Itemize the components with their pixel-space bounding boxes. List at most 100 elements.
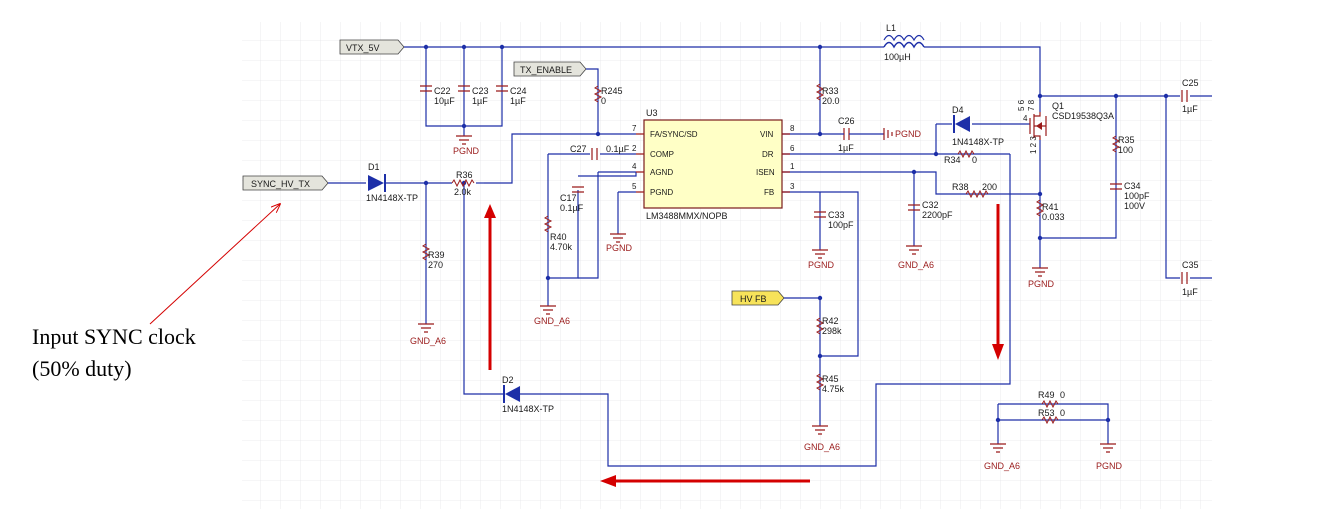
arrow-up-head [484, 204, 496, 218]
svg-text:100µH: 100µH [884, 52, 911, 62]
svg-text:TX_ENABLE: TX_ENABLE [520, 65, 572, 75]
svg-text:C25: C25 [1182, 78, 1199, 88]
res-r34: R34 0 [944, 149, 977, 165]
ic-part: LM3488MMX/NOPB [646, 211, 728, 221]
svg-text:COMP: COMP [650, 150, 674, 159]
ic-u3: U3 LM3488MMX/NOPB 7 2 4 5 FA/SYNC/SD COM… [632, 108, 795, 221]
svg-text:R35: R35 [1118, 135, 1135, 145]
res-r53: R53 0 [1038, 408, 1065, 425]
svg-text:R245: R245 [601, 86, 623, 96]
svg-text:1 2 3: 1 2 3 [1029, 136, 1038, 154]
svg-text:100V: 100V [1124, 201, 1145, 211]
svg-text:Q1: Q1 [1052, 101, 1064, 111]
svg-text:VTX_5V: VTX_5V [346, 43, 380, 53]
svg-text:R34: R34 [944, 155, 961, 165]
svg-text:GND_A6: GND_A6 [534, 316, 570, 326]
net-label-vtx: VTX_5V [339, 39, 405, 55]
cap-c26: C26 1µF [838, 116, 856, 153]
svg-text:D2: D2 [502, 375, 514, 385]
cap-c23: C23 1µF [458, 85, 489, 106]
svg-text:1N4148X-TP: 1N4148X-TP [952, 137, 1004, 147]
svg-text:270: 270 [428, 260, 443, 270]
svg-text:0: 0 [601, 96, 606, 106]
svg-text:L1: L1 [886, 23, 896, 33]
svg-text:8: 8 [790, 124, 795, 133]
ground-gnd-a6-r39: GND_A6 [410, 323, 446, 346]
res-r33: R33 20.0 [815, 83, 840, 106]
grid-background [242, 22, 1212, 509]
svg-text:C22: C22 [434, 86, 451, 96]
svg-text:GND_A6: GND_A6 [410, 336, 446, 346]
res-r41: R41 0.033 [1035, 199, 1065, 222]
cap-c22: C22 10µF [420, 85, 455, 106]
annotation-line-1: Input SYNC clock [32, 324, 196, 349]
svg-text:C24: C24 [510, 86, 527, 96]
svg-text:PGND: PGND [1096, 461, 1123, 471]
ic-ref: U3 [646, 108, 658, 118]
svg-text:AGND: AGND [650, 168, 673, 177]
svg-text:100: 100 [1118, 145, 1133, 155]
ground-pgnd-c33: PGND [808, 249, 835, 270]
res-r49: R49 0 [1038, 390, 1065, 409]
ground-gnd-a6-r45: GND_A6 [804, 425, 840, 452]
cap-c24: C24 1µF [496, 85, 527, 106]
diode-d2: D2 1N4148X-TP [502, 375, 554, 414]
svg-text:PGND: PGND [808, 260, 835, 270]
res-r39: R39 270 [421, 243, 445, 270]
svg-text:1µF: 1µF [1182, 287, 1198, 297]
svg-text:3: 3 [790, 182, 795, 191]
svg-text:6: 6 [790, 144, 795, 153]
svg-text:20.0: 20.0 [822, 96, 840, 106]
svg-text:R40: R40 [550, 232, 567, 242]
svg-text:GND_A6: GND_A6 [984, 461, 1020, 471]
svg-text:PGND: PGND [650, 188, 673, 197]
ground-pgnd-c22: PGND [453, 135, 480, 156]
svg-text:4: 4 [1023, 114, 1028, 123]
svg-text:GND_A6: GND_A6 [804, 442, 840, 452]
ground-gnd-a6-c32: GND_A6 [898, 245, 934, 270]
arrow-left-head [600, 475, 616, 487]
ground-pgnd-r53: PGND [1096, 443, 1123, 471]
svg-text:4.70k: 4.70k [550, 242, 573, 252]
ground-gnd-a6-r40: GND_A6 [534, 305, 570, 326]
cap-c34: C34 100pF 100V [1110, 181, 1150, 211]
res-r245: R245 0 [593, 85, 623, 106]
svg-text:7 8: 7 8 [1027, 99, 1036, 111]
svg-text:2: 2 [632, 144, 637, 153]
svg-text:PGND: PGND [895, 129, 922, 139]
svg-text:0.1µF: 0.1µF [560, 203, 584, 213]
svg-text:10µF: 10µF [434, 96, 455, 106]
res-r35: R35 100 [1111, 135, 1135, 155]
svg-text:PGND: PGND [1028, 279, 1055, 289]
ground-pgnd-inline-c26: PGND [883, 128, 922, 140]
svg-text:C27: C27 [570, 144, 587, 154]
diode-d1: D1 1N4148X-TP [366, 162, 418, 203]
svg-text:R36: R36 [456, 170, 473, 180]
ground-pgnd-u3: PGND [606, 233, 633, 253]
svg-text:HV FB: HV FB [740, 294, 767, 304]
svg-text:R42: R42 [822, 316, 839, 326]
svg-text:0: 0 [1060, 390, 1065, 400]
svg-text:1µF: 1µF [838, 143, 854, 153]
svg-text:C32: C32 [922, 200, 939, 210]
svg-text:SYNC_HV_TX: SYNC_HV_TX [251, 179, 310, 189]
svg-text:100pF: 100pF [828, 220, 854, 230]
cap-c35: C35 1µF [1181, 260, 1199, 297]
svg-text:R53: R53 [1038, 408, 1055, 418]
res-r40: R40 4.70k [543, 215, 573, 252]
svg-text:C26: C26 [838, 116, 855, 126]
ground-gnd-a6-r49: GND_A6 [984, 443, 1020, 471]
svg-text:VIN: VIN [760, 130, 774, 139]
annotation-line-2: (50% duty) [32, 356, 132, 381]
svg-text:GND_A6: GND_A6 [898, 260, 934, 270]
svg-text:1µF: 1µF [510, 96, 526, 106]
svg-text:R45: R45 [822, 374, 839, 384]
cap-c27: C27 0.1µF [570, 144, 630, 160]
svg-text:1µF: 1µF [1182, 104, 1198, 114]
svg-text:0: 0 [1060, 408, 1065, 418]
svg-text:5: 5 [632, 182, 637, 191]
junctions [423, 44, 1169, 423]
svg-text:CSD19538Q3A: CSD19538Q3A [1052, 111, 1114, 121]
svg-text:0: 0 [972, 155, 977, 165]
